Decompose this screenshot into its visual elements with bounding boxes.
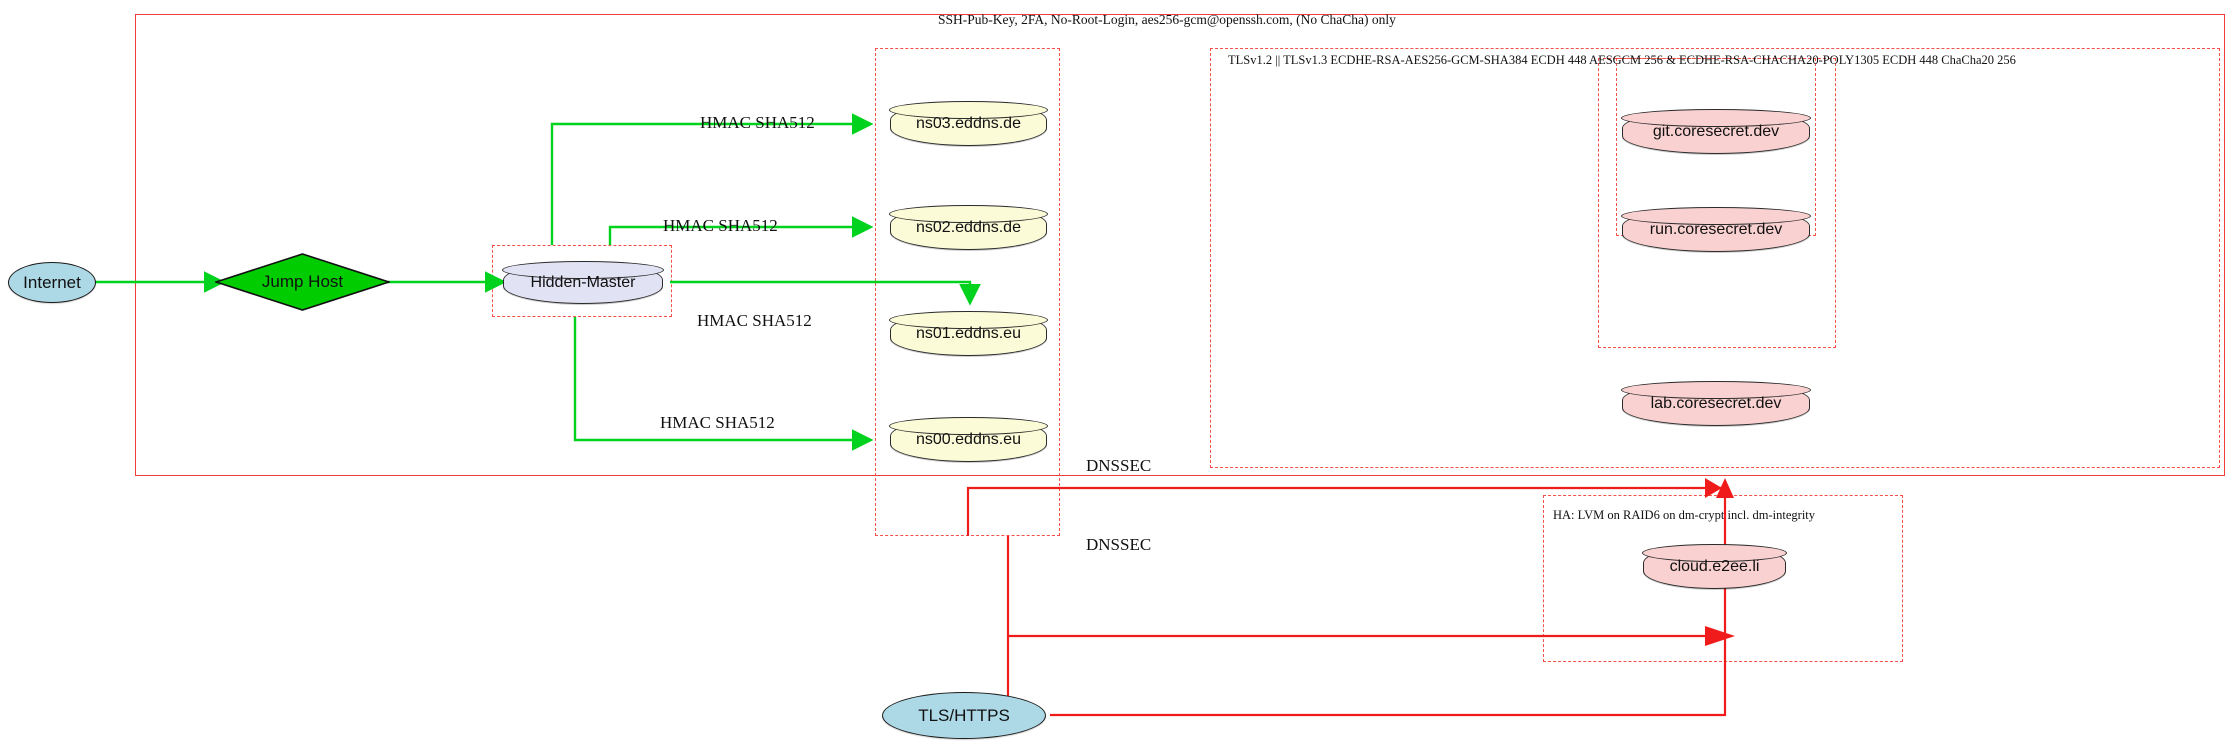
node-git-coresecret[interactable]: git.coresecret.dev: [1621, 109, 1811, 154]
node-label-cloud: cloud.e2ee.li: [1669, 558, 1760, 575]
edge-label-hmac-ns02: HMAC SHA512: [663, 216, 778, 235]
cluster-label-outer-ssh: SSH-Pub-Key, 2FA, No-Root-Login, aes256-…: [938, 12, 1396, 27]
edge-label-dnssec-1: DNSSEC: [1086, 456, 1152, 475]
node-label-internet: Internet: [23, 272, 81, 292]
node-lab-coresecret[interactable]: lab.coresecret.dev: [1621, 381, 1811, 426]
node-label-lab: lab.coresecret.dev: [1650, 395, 1782, 412]
cluster-outer-ssh: [135, 14, 2225, 476]
node-label-ns03: ns03.eddns.de: [916, 115, 1021, 132]
node-ns00[interactable]: ns00.eddns.eu: [889, 417, 1048, 462]
node-hidden-master[interactable]: Hidden-Master: [502, 261, 664, 304]
node-label-ns02: ns02.eddns.de: [916, 219, 1021, 236]
edge-label-dnssec-2: DNSSEC: [1086, 535, 1152, 554]
node-tls-https[interactable]: TLS/HTTPS: [882, 692, 1046, 739]
node-internet[interactable]: Internet: [8, 262, 96, 303]
edge-label-hmac-ns01: HMAC SHA512: [697, 311, 812, 330]
node-label-ns01: ns01.eddns.eu: [916, 325, 1021, 342]
cluster-tls: [1210, 48, 2220, 468]
edge-label-hmac-ns00: HMAC SHA512: [660, 413, 775, 432]
node-jump-host[interactable]: Jump Host: [215, 253, 390, 311]
node-ns02[interactable]: ns02.eddns.de: [889, 205, 1048, 250]
node-ns03[interactable]: ns03.eddns.de: [889, 101, 1048, 146]
node-label-tls-https: TLS/HTTPS: [918, 705, 1010, 725]
node-run-coresecret[interactable]: run.coresecret.dev: [1621, 207, 1811, 252]
node-cloud-e2ee[interactable]: cloud.e2ee.li: [1642, 544, 1787, 589]
node-ns01[interactable]: ns01.eddns.eu: [889, 311, 1048, 356]
node-label-run: run.coresecret.dev: [1649, 221, 1783, 238]
node-label-hidden-master: Hidden-Master: [530, 274, 636, 291]
node-label-jump-host: Jump Host: [261, 272, 344, 291]
edge-label-hmac-ns03: HMAC SHA512: [700, 113, 815, 132]
node-label-git: git.coresecret.dev: [1652, 123, 1780, 140]
cluster-label-ha: HA: LVM on RAID6 on dm-crypt incl. dm-in…: [1553, 508, 1816, 522]
cluster-label-tls: TLSv1.2 || TLSv1.3 ECDHE-RSA-AES256-GCM-…: [1228, 53, 2016, 67]
node-label-ns00: ns00.eddns.eu: [916, 431, 1021, 448]
